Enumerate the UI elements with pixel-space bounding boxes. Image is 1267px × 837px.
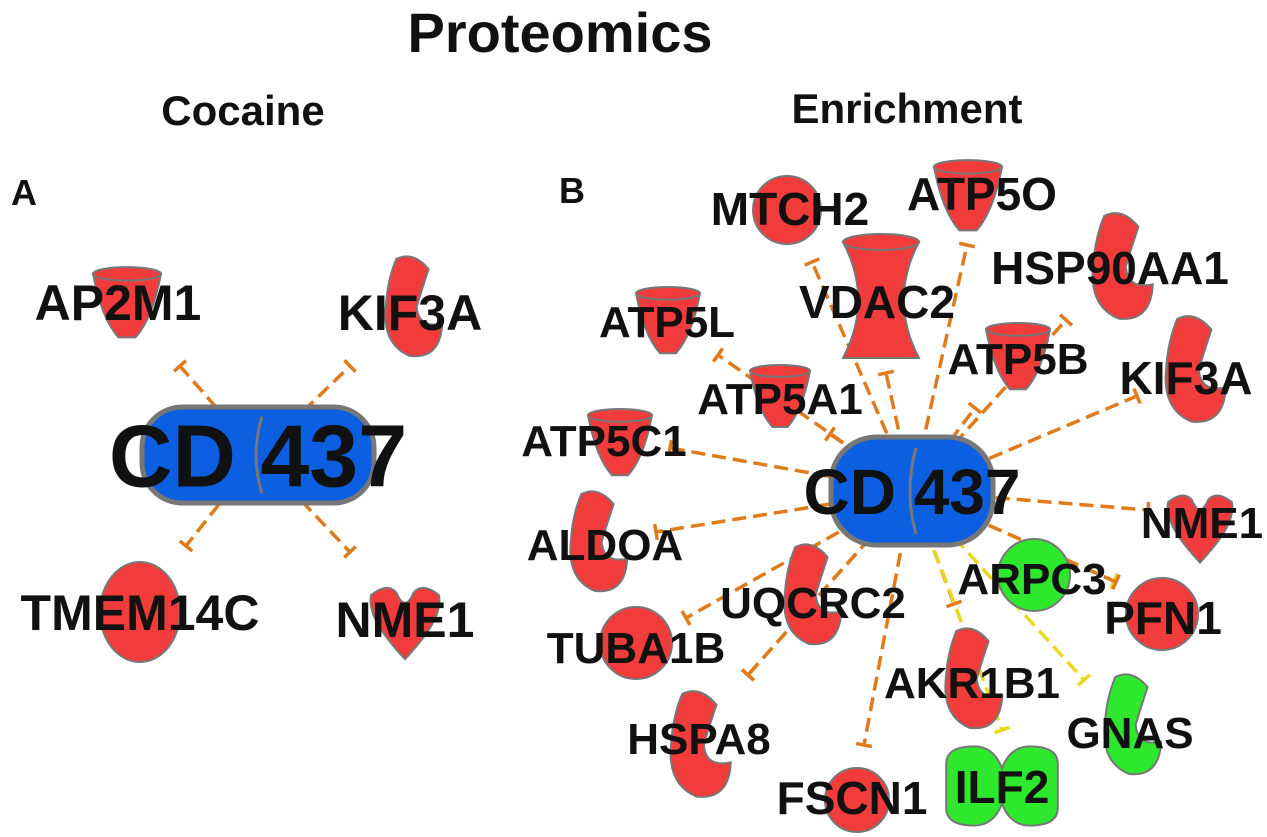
b-label-akr1b1: AKR1B1 (884, 659, 1060, 708)
b-node-pfn1 (1125, 577, 1199, 651)
b-nodes: CD 437 (569, 159, 1234, 833)
a-edge-end-tmem14c (178, 539, 194, 553)
b-node-hspa8 (669, 690, 732, 798)
a-node-nme1 (369, 586, 441, 661)
b-edge-end-atp5a1 (823, 426, 837, 442)
b-label-tuba1b: TUBA1B (547, 624, 725, 673)
b-edge-end-atp5l (711, 347, 725, 363)
b-node-ilf2 (945, 745, 1059, 827)
b-label-aldoa: ALDOA (527, 521, 683, 570)
b-edge-end-mtch2 (803, 257, 821, 267)
b-label-atp5b: ATP5B (948, 335, 1089, 384)
b-label-uqcrc2: UQCRC2 (720, 579, 906, 628)
a-labels: AP2M1 KIF3A TMEM14C NME1 (21, 275, 483, 648)
b-label-kif3a: KIF3A (1120, 352, 1253, 404)
b-label-atp5l: ATP5L (599, 298, 735, 347)
b-edge-end-akr1b1 (945, 599, 963, 609)
b-label-pfn1: PFN1 (1104, 592, 1222, 644)
a-edge-end-kif3a (343, 359, 357, 373)
b-edge-end-atp5o (958, 241, 976, 249)
b-edge-end-kif3a (1132, 387, 1142, 405)
b-cd437-node (828, 434, 996, 548)
a-cd437-label: CD 437 (109, 407, 407, 506)
a-edge-end-ap2m1 (172, 359, 188, 373)
b-label-atp5c1: ATP5C1 (521, 417, 686, 466)
b-edge-nme1 (911, 489, 1149, 512)
b-node-gnas (1103, 673, 1163, 776)
b-label-nme1: NME1 (1141, 499, 1263, 548)
b-label-ilf2: ILF2 (955, 761, 1050, 813)
a-node-ap2m1 (91, 266, 163, 339)
b-node-kif3a (1164, 315, 1227, 423)
a-label-tmem14c: TMEM14C (21, 585, 260, 641)
b-cd437-label: CD 437 (804, 456, 1021, 528)
network-panel-a: CD 437 AP2M1 KIF3A TMEM14C NME1 (21, 255, 483, 663)
a-node-kif3a (384, 255, 444, 358)
b-node-atp5o (932, 159, 1004, 232)
b-label-atp5a1: ATP5A1 (697, 375, 862, 424)
b-node-atp5c1 (586, 408, 654, 477)
panel-b-letter: B (559, 170, 585, 211)
b-node-aldoa (569, 490, 629, 593)
a-cd437-node (139, 404, 377, 506)
b-edge-end-aldoa (653, 523, 659, 541)
b-edge-end-atp5c1 (666, 439, 674, 457)
b-edge-atp5l (716, 353, 914, 493)
panel-a-heading: Cocaine (161, 87, 324, 134)
a-label-ap2m1: AP2M1 (35, 275, 202, 331)
b-node-atp5l (634, 286, 702, 355)
b-label-arpc3: ARPC3 (957, 555, 1106, 604)
b-node-nme1 (1166, 494, 1234, 565)
figure-title: Proteomics (408, 1, 713, 64)
b-label-hsp90aa1: HSP90AA1 (991, 242, 1229, 294)
b-label-atp5o: ATP5O (907, 168, 1057, 220)
b-node-atp5b (984, 322, 1052, 391)
a-label-nme1: NME1 (336, 592, 475, 648)
b-label-mtch2: MTCH2 (711, 183, 869, 235)
b-node-mtch2 (752, 175, 822, 245)
a-edge-tmem14c (184, 453, 260, 548)
b-edge-pfn1 (911, 489, 1117, 584)
b-edge-end-hsp90aa1 (1058, 313, 1074, 327)
a-label-kif3a: KIF3A (338, 285, 482, 341)
b-node-uqcrc2 (783, 543, 843, 646)
b-edge-end-hspa8 (740, 668, 756, 682)
b-node-fscn1 (824, 767, 890, 833)
b-label-fscn1: FSCN1 (777, 772, 928, 824)
b-edge-end-vdac2 (877, 369, 895, 377)
panel-a-letter: A (11, 172, 37, 213)
b-edge-end-nme1 (1145, 501, 1151, 519)
a-nodes: CD 437 (91, 255, 444, 663)
b-node-arpc3 (997, 538, 1071, 612)
b-node-hsp90aa1 (1091, 212, 1154, 320)
a-node-tmem14c (99, 561, 181, 663)
b-edge-end-fscn1 (855, 741, 873, 749)
panel-b-heading: Enrichment (791, 85, 1022, 132)
b-node-tuba1b (599, 606, 673, 680)
b-edge-end-tuba1b (680, 610, 692, 626)
b-edge-end-ilf2 (993, 725, 1011, 735)
b-edge-end-gnas (1076, 673, 1092, 687)
a-edge-end-nme1 (342, 545, 358, 559)
b-label-gnas: GNAS (1066, 709, 1193, 758)
b-node-vdac2 (841, 233, 921, 359)
b-edge-end-atp5b (967, 401, 983, 415)
b-node-akr1b1 (944, 627, 1004, 730)
b-node-atp5a1 (748, 363, 812, 428)
b-edge-end-pfn1 (1111, 573, 1121, 591)
b-label-vdac2: VDAC2 (799, 276, 955, 328)
b-label-hspa8: HSPA8 (627, 715, 770, 764)
